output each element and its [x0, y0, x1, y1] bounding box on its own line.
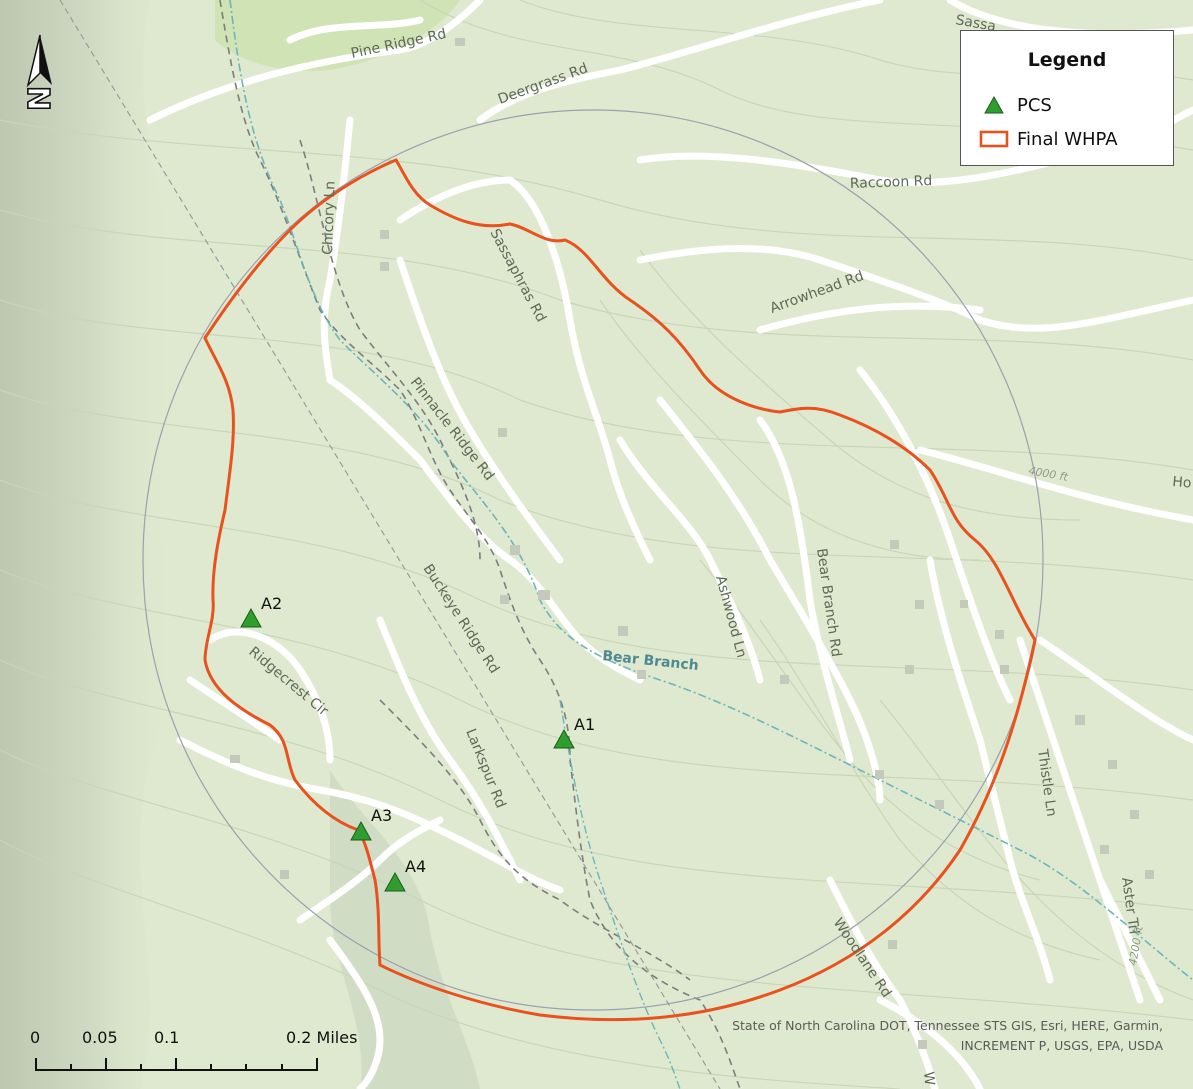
pcs-label-a2: A2: [261, 594, 282, 613]
pcs-label-a3: A3: [371, 806, 392, 825]
legend-item-final-whpa: Final WHPA: [979, 127, 1118, 151]
scale-label-02-miles: 0.2 Miles: [286, 1028, 358, 1047]
attribution-line-1: State of North Carolina DOT, Tennessee S…: [732, 1018, 1163, 1033]
pcs-label-a1: A1: [574, 715, 595, 734]
road-label-aster: Aster Trl: [1118, 876, 1142, 935]
map-attribution: State of North Carolina DOT, Tennessee S…: [732, 1016, 1163, 1056]
north-arrow-letter: N: [23, 86, 58, 111]
road-label-w: W: [920, 1071, 937, 1086]
road-label-ho: Ho: [1172, 474, 1192, 492]
scale-bar-graphic: [35, 1058, 318, 1071]
scale-label-01: 0.1: [154, 1028, 180, 1047]
road-label-sassa: Sassa: [954, 12, 997, 35]
pcs-points[interactable]: A1 A2 A3 A4: [240, 594, 595, 892]
park-area: [215, 0, 460, 71]
pcs-marker-a1[interactable]: [553, 728, 575, 749]
legend-item-pcs: PCS: [979, 93, 1052, 117]
legend-panel: Legend PCS Final WHPA: [960, 30, 1174, 166]
north-arrow-icon: N: [22, 34, 59, 112]
scale-label-005: 0.05: [82, 1028, 118, 1047]
hillshade: [0, 0, 177, 1089]
orange-outline-rect-icon: [979, 129, 1009, 149]
pcs-label-a4: A4: [405, 857, 426, 876]
final-whpa-boundary[interactable]: [203, 158, 1037, 1022]
legend-label-pcs: PCS: [1017, 94, 1052, 116]
buffer-circle: [142, 109, 1044, 1011]
road-label-chicory: Chicory Ln: [320, 181, 339, 255]
legend-label-final-whpa: Final WHPA: [1017, 128, 1118, 150]
scale-label-0: 0: [30, 1028, 41, 1047]
buildings: [230, 38, 1154, 1049]
attribution-line-2: INCREMENT P, USGS, EPA, USDA: [960, 1038, 1163, 1053]
powerline: [59, 0, 721, 1089]
pcs-marker-a3[interactable]: [350, 820, 372, 841]
road-label-raccoon: Raccoon Rd: [850, 173, 933, 192]
scale-bar: 0 0.05 0.1 0.2 Miles: [20, 1024, 380, 1084]
pcs-marker-a4[interactable]: [384, 871, 406, 892]
pcs-marker-a2[interactable]: [240, 607, 262, 628]
green-triangle-icon: [979, 95, 1009, 115]
legend-title: Legend: [1027, 49, 1107, 71]
stream-bear-branch: [229, 0, 1193, 981]
stream-tributary: [559, 699, 681, 1089]
